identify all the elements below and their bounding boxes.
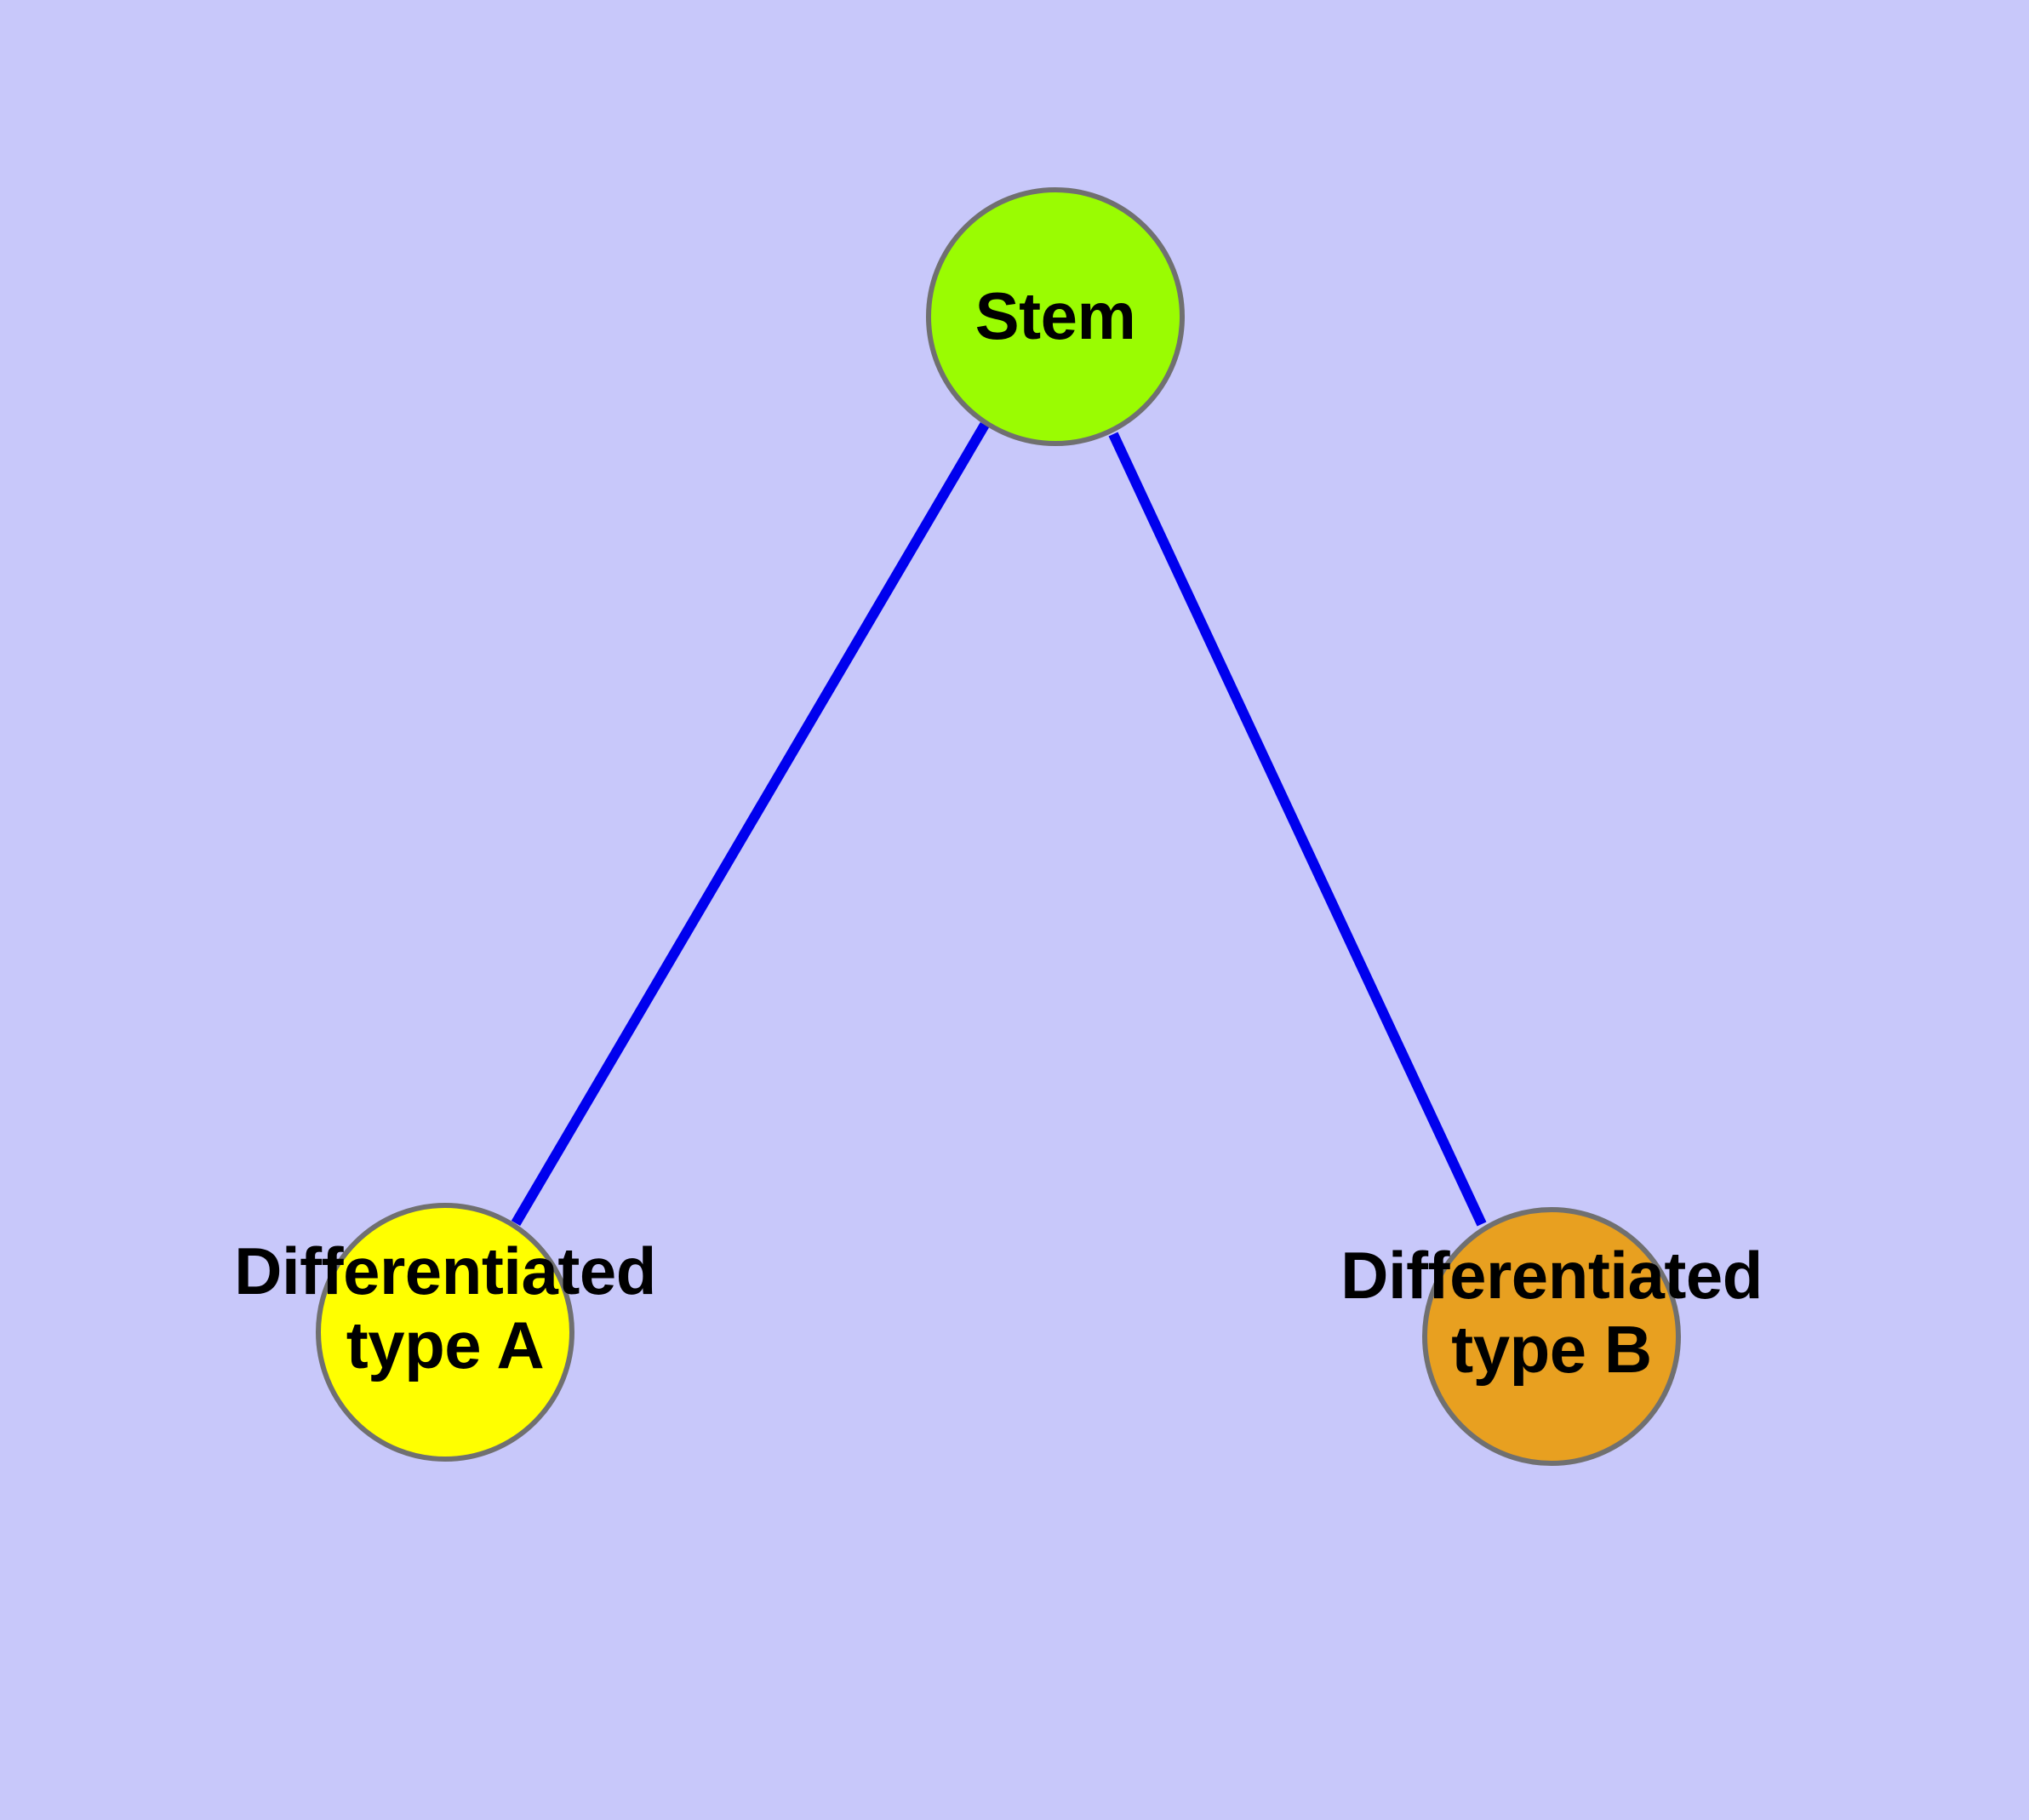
edge-stem-to-diff-a (511, 421, 990, 1227)
node-differentiated-type-b[interactable] (1422, 1207, 1681, 1466)
edge-stem-to-diff-b (1108, 432, 1487, 1227)
node-stem[interactable] (926, 187, 1185, 446)
node-differentiated-type-a[interactable] (316, 1203, 574, 1462)
